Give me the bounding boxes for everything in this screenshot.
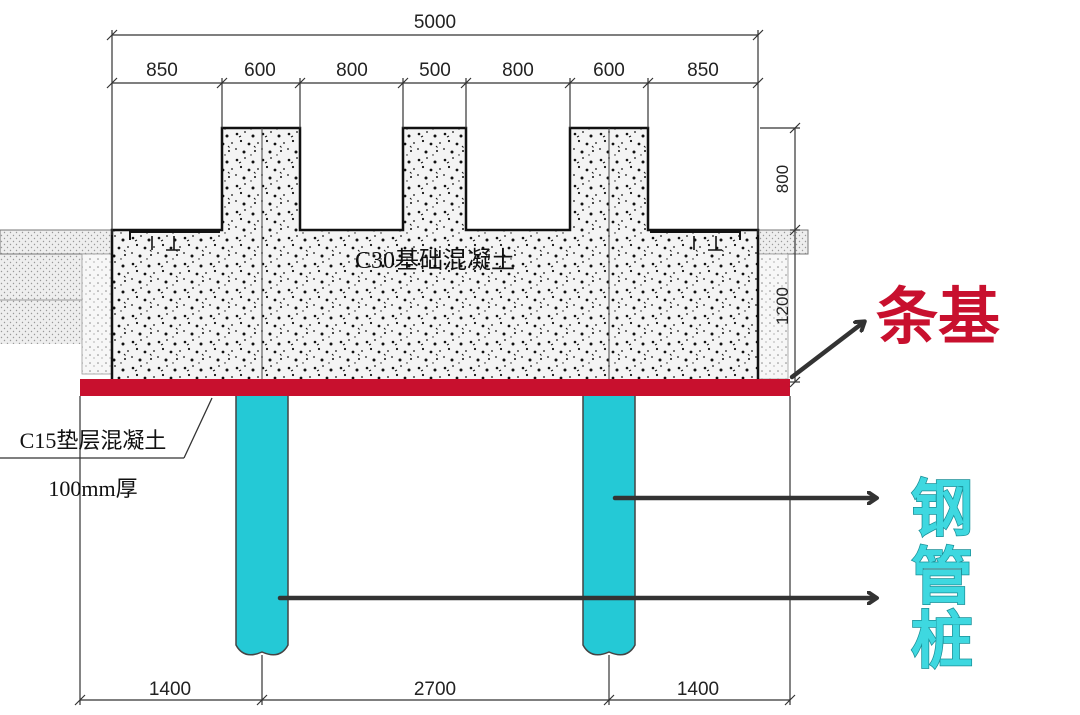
steel-pipe-pile-callout-char-3: 桩	[911, 604, 973, 677]
arrow-to-strip-foundation	[789, 322, 864, 380]
steel-pipe-pile-callout-char-2: 管	[911, 540, 973, 613]
dim-top-7: 850	[687, 60, 719, 81]
strip-foundation-callout: 条基	[876, 280, 1000, 353]
overall-width-label: 5000	[414, 12, 456, 33]
top-dimension-lines	[106, 29, 764, 235]
dim-bottom-2: 2700	[414, 679, 456, 700]
bedding-label-line1: C15垫层混凝土	[20, 428, 167, 453]
c15-bedding-layer	[80, 379, 790, 396]
steel-pipe-piles	[235, 394, 636, 656]
dim-right-1: 800	[773, 165, 792, 193]
dim-bottom-1: 1400	[149, 679, 191, 700]
bedding-leader-line	[183, 397, 213, 459]
dim-top-1: 850	[146, 60, 178, 81]
dim-bottom-3: 1400	[677, 679, 719, 700]
bottom-dimension-lines	[74, 396, 796, 706]
bedding-label-line2: 100mm厚	[48, 476, 137, 501]
dim-right-2: 1200	[773, 287, 792, 325]
callout-arrows	[277, 322, 876, 598]
dim-top-4: 500	[419, 60, 451, 81]
right-dimension-lines	[760, 122, 801, 388]
strip-foundation-body	[110, 126, 760, 384]
dim-top-6: 600	[593, 60, 625, 81]
steel-pipe-pile-callout-char-1: 钢	[911, 472, 973, 545]
ground-left	[0, 229, 113, 375]
foundation-concrete-label: C30基础混凝土	[355, 247, 515, 274]
pile-right	[582, 394, 636, 656]
pile-left	[235, 394, 289, 656]
dim-top-3: 800	[336, 60, 368, 81]
dim-top-5: 800	[502, 60, 534, 81]
dim-top-2: 600	[244, 60, 276, 81]
